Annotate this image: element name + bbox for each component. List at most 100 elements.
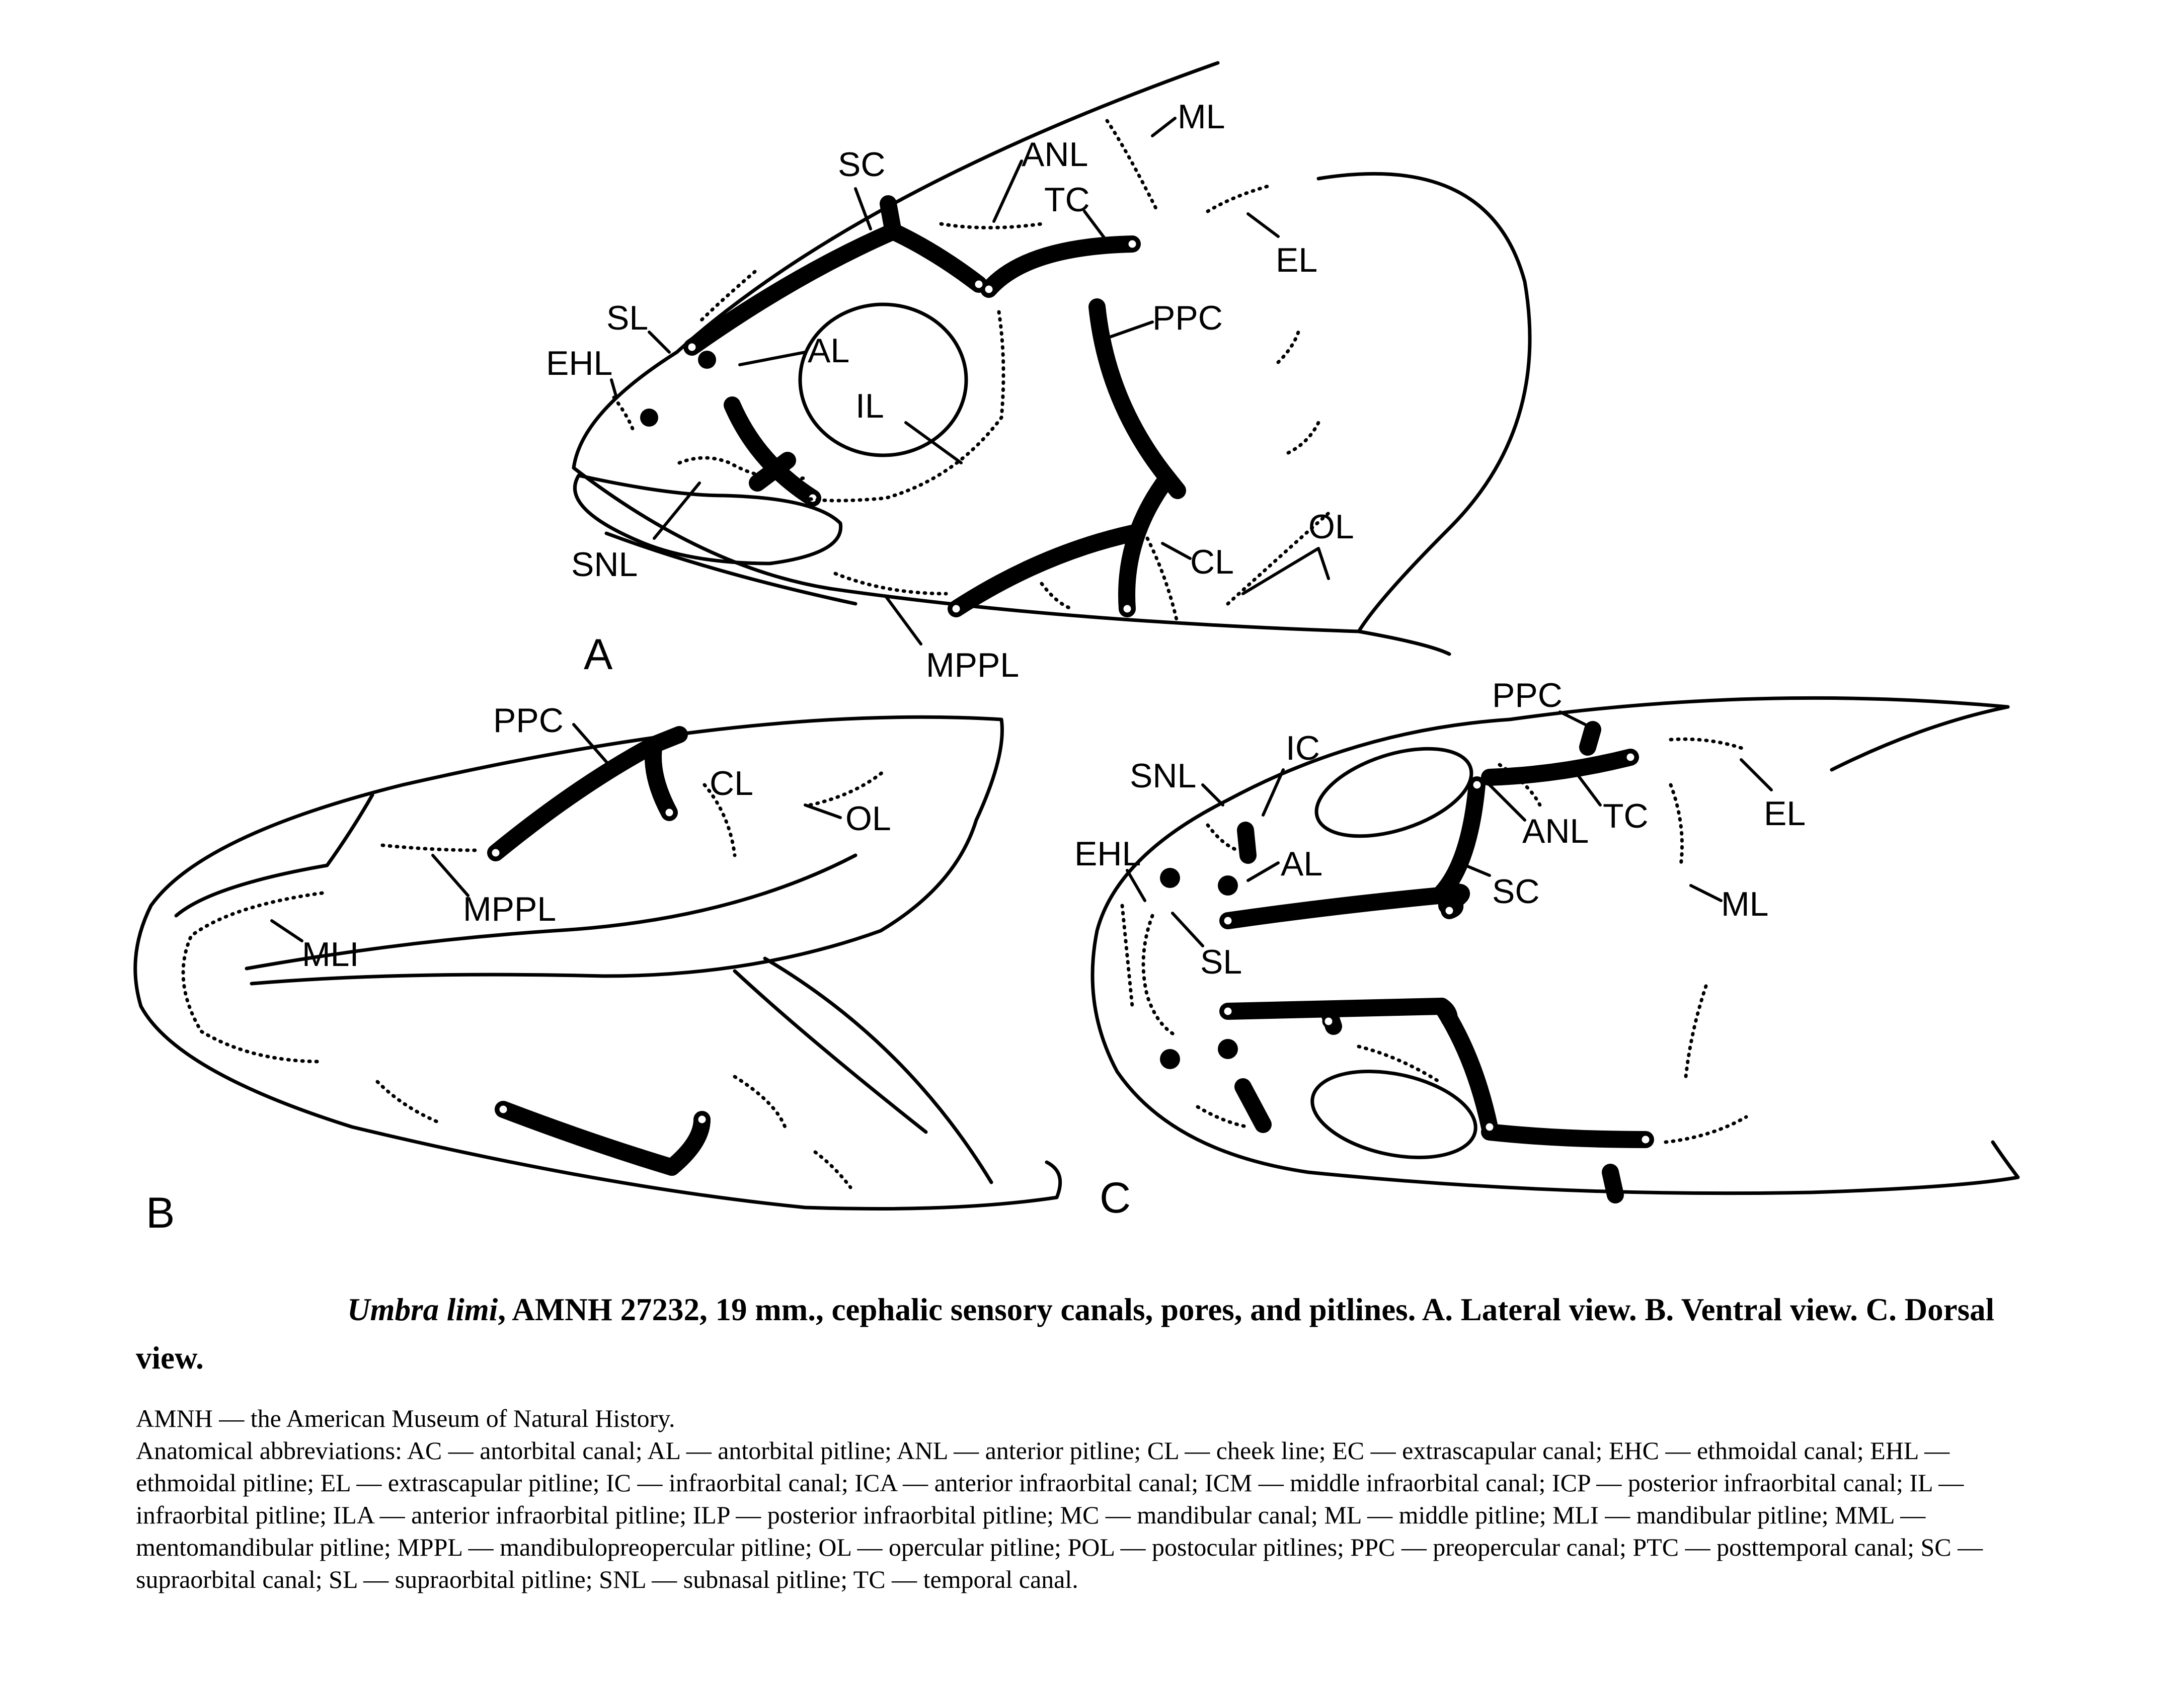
pitline-b-extra-1 xyxy=(375,1080,440,1124)
label-a-anl: ANL xyxy=(1022,135,1088,174)
mandibular-canal-a xyxy=(948,525,1141,617)
label-a-sl: SL xyxy=(606,299,648,337)
label-a-mppl: MPPL xyxy=(926,646,1019,684)
pitline-a-ml xyxy=(1105,119,1159,213)
label-a-cl: CL xyxy=(1190,543,1234,581)
pore-c-8 xyxy=(1322,1015,1335,1028)
label-c-sc: SC xyxy=(1492,872,1539,911)
leader-a-cl xyxy=(1161,542,1192,560)
pore-c-1 xyxy=(1221,914,1234,927)
label-c-sl: SL xyxy=(1200,943,1242,981)
label-a-al: AL xyxy=(808,332,849,370)
leader-c-ppc xyxy=(1558,710,1587,726)
pore-a-7 xyxy=(1121,602,1134,615)
temporal-canal-c-lower xyxy=(1481,1123,1654,1148)
caption-species: Umbra limi xyxy=(347,1292,498,1327)
panel-a-lateral-view: ML ANL SC TC EL SL EHL AL PPC IL SNL CL … xyxy=(546,61,1532,684)
leader-a-sc xyxy=(854,187,872,230)
preopercular-branch-a xyxy=(1159,469,1186,499)
leader-a-al xyxy=(738,351,807,366)
pitline-a-mppl xyxy=(833,572,948,596)
leader-a-ppc xyxy=(1108,320,1154,339)
ic-lower-c xyxy=(1234,1078,1272,1133)
leader-c-anl xyxy=(1488,783,1526,822)
pitline-a-sl xyxy=(697,270,757,324)
jaw-inner-b xyxy=(245,853,857,971)
panel-letter-a: A xyxy=(584,630,613,679)
leader-a-anl xyxy=(992,159,1023,223)
pitline-b-extra-3 xyxy=(813,1150,852,1189)
preopercular-branch-b xyxy=(646,726,688,753)
jaw-outline-a xyxy=(573,473,843,566)
label-a-il: IL xyxy=(855,387,884,425)
pore-b-4 xyxy=(695,1113,709,1126)
mandibular-canal-b xyxy=(495,1101,680,1176)
pitline-c-el-lower xyxy=(1664,1115,1748,1144)
pore-c-4 xyxy=(1443,904,1456,917)
eye-c-upper xyxy=(1314,747,1473,838)
label-a-ehl: EHL xyxy=(546,344,612,382)
leader-b-ol xyxy=(804,803,842,819)
figure-caption: Umbra limi, AMNH 27232, 19 mm., cephalic… xyxy=(136,1285,2048,1382)
leader-c-ehl xyxy=(1126,869,1146,902)
temporal-canal-c-upper xyxy=(1481,749,1639,786)
pitline-c-sl xyxy=(1141,914,1180,1038)
leader-a-mppl xyxy=(884,595,922,646)
infraorbital-canal-branch-a xyxy=(749,452,796,492)
panel-letter-b: B xyxy=(146,1189,175,1237)
jaw-side-b xyxy=(250,717,1004,986)
pitline-b-mppl xyxy=(380,843,480,852)
infraorbital-canal-a xyxy=(724,396,821,507)
preopercular-canal-a xyxy=(1088,298,1176,617)
pitline-b-mli xyxy=(181,891,324,1064)
pore-a-6 xyxy=(950,602,963,615)
nostril-c-4 xyxy=(1218,1039,1238,1059)
leader-a-snl xyxy=(653,481,701,540)
supraorbital-canal-branch-a xyxy=(880,195,902,240)
label-c-ppc: PPC xyxy=(1492,676,1563,714)
nostril-c-1 xyxy=(1160,868,1180,888)
ic-upper-c xyxy=(1237,822,1257,864)
pitline-a-ehl xyxy=(612,395,636,435)
pitline-c-el-upper xyxy=(1669,737,1748,752)
head-outline-b xyxy=(133,715,1062,1211)
operculum-outline-a xyxy=(1316,172,1532,633)
leader-c-el xyxy=(1740,758,1773,791)
pore-b-2 xyxy=(663,806,676,819)
pitline-c-ehl xyxy=(1120,904,1134,1008)
pore-c-5 xyxy=(1221,1005,1234,1018)
label-a-el: EL xyxy=(1276,241,1317,279)
label-a-sc: SC xyxy=(838,145,885,184)
nostril-c-3 xyxy=(1160,1049,1180,1069)
sc-upper-branch-c xyxy=(1431,776,1486,904)
pore-c-6 xyxy=(1639,1133,1652,1146)
head-outline-c xyxy=(1090,696,2020,1195)
body-line-c xyxy=(1830,705,2010,772)
pitline-c-lower-snl xyxy=(1196,1105,1250,1129)
pitline-c-ml-upper xyxy=(1669,783,1684,867)
label-c-ml: ML xyxy=(1721,885,1768,923)
pitline-a-extra-1 xyxy=(1276,330,1300,364)
nostril-a-1 xyxy=(640,409,658,427)
pore-c-2 xyxy=(1470,778,1484,791)
jaw-inner-curve-b xyxy=(733,969,928,1134)
nostril-c-2 xyxy=(1218,875,1238,896)
supraorbital-canal-c-upper xyxy=(1219,883,1470,929)
leader-a-el xyxy=(1246,212,1280,238)
pitline-a-extra-3 xyxy=(1040,582,1074,611)
leader-c-sc xyxy=(1458,861,1491,877)
pitline-c-ml-lower xyxy=(1684,984,1708,1079)
pitline-c-anl xyxy=(1498,763,1542,807)
label-c-al: AL xyxy=(1281,845,1322,883)
pore-b-3 xyxy=(497,1103,510,1116)
sc-lower-branch-c xyxy=(1433,998,1498,1136)
leader-c-al xyxy=(1246,861,1280,882)
pore-a-4 xyxy=(1126,237,1139,251)
temporal-canal-a xyxy=(980,235,1141,298)
leader-b-mli xyxy=(270,919,303,942)
caption-block: Umbra limi, AMNH 27232, 19 mm., cephalic… xyxy=(136,1285,2048,1595)
label-c-tc: TC xyxy=(1603,797,1649,835)
leader-c-ic xyxy=(1262,768,1285,817)
eye-c-lower xyxy=(1310,1070,1477,1159)
amnh-note: AMNH — the American Museum of Natural Hi… xyxy=(136,1404,675,1432)
